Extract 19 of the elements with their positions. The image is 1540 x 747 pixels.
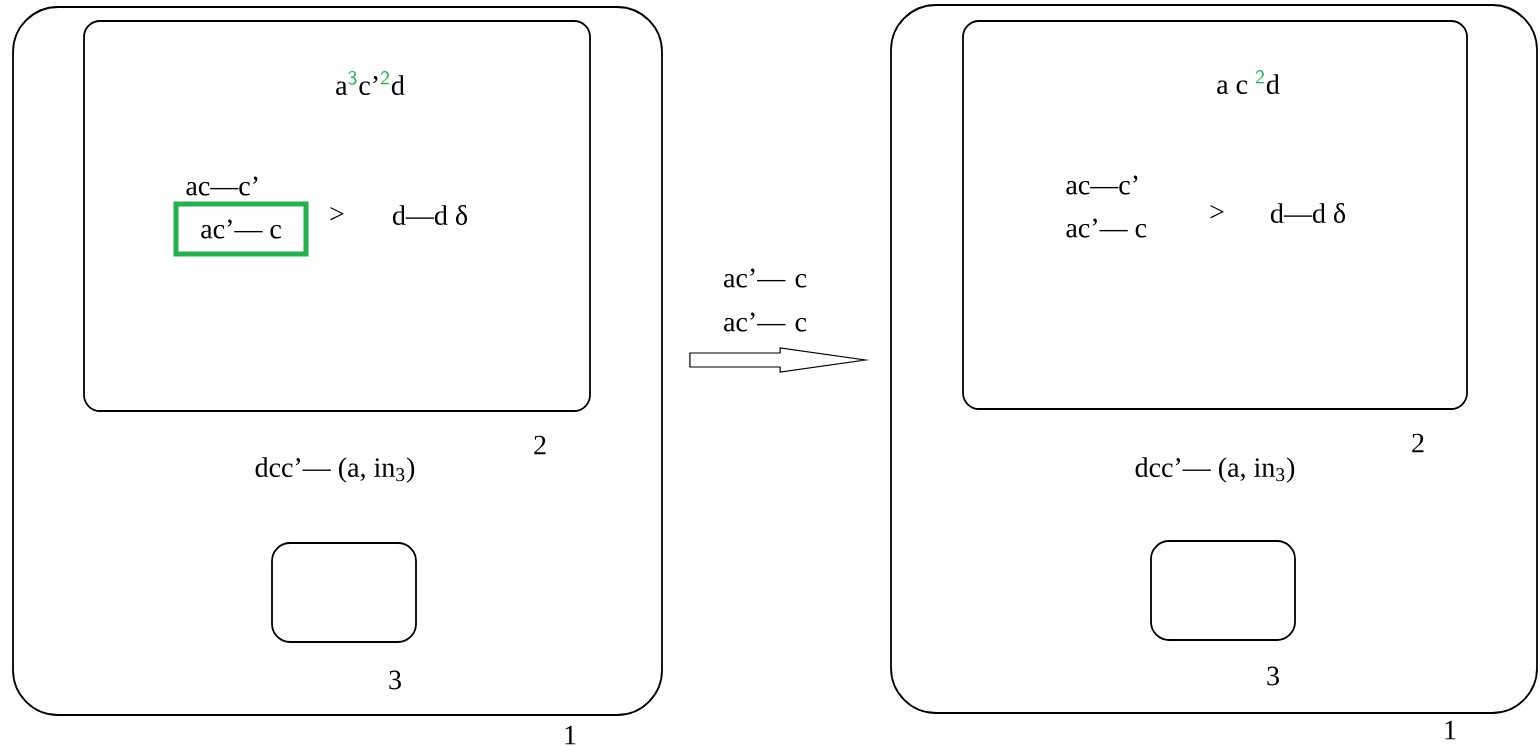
rule-text: ac—c’	[1066, 175, 1138, 195]
highlight-box: ac’— c	[173, 201, 309, 257]
rule-text: ac—c’	[186, 176, 258, 196]
membrane-number: 3	[389, 670, 401, 690]
membrane-number: 2	[1412, 433, 1424, 453]
multiset-text: a c $^{2}$d	[1217, 69, 1280, 94]
membrane-number: 1	[1445, 720, 1456, 740]
rule-text: dcc’— (a, in$_{3}$)	[255, 457, 415, 483]
multiset-text: a$^{3}$c’$^{2}$d	[336, 70, 405, 95]
priority-sign: >	[330, 206, 344, 221]
priority-sign: >	[1210, 204, 1224, 219]
membrane-number: 1	[565, 725, 576, 745]
rule-text: d—d δ	[1270, 203, 1346, 223]
rule-text: dcc’— (a, in$_{3}$)	[1135, 457, 1295, 483]
edge-label: ac’— c ac’— c	[724, 268, 807, 332]
membrane-number: 3	[1267, 666, 1279, 686]
membrane-number: 2	[534, 435, 546, 455]
rule-text: d—d δ	[392, 205, 468, 225]
rule-text: ac’— c	[1066, 218, 1147, 238]
